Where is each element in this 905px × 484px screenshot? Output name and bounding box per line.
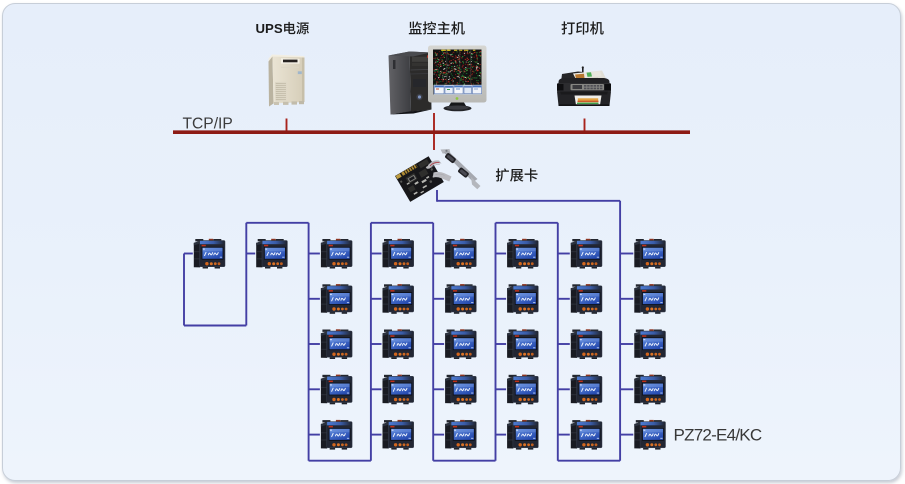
- svg-text:TCP/IP: TCP/IP: [183, 116, 233, 133]
- svg-text:UPS: UPS: [256, 21, 283, 36]
- svg-text:PZ72-E4/KC: PZ72-E4/KC: [674, 425, 762, 444]
